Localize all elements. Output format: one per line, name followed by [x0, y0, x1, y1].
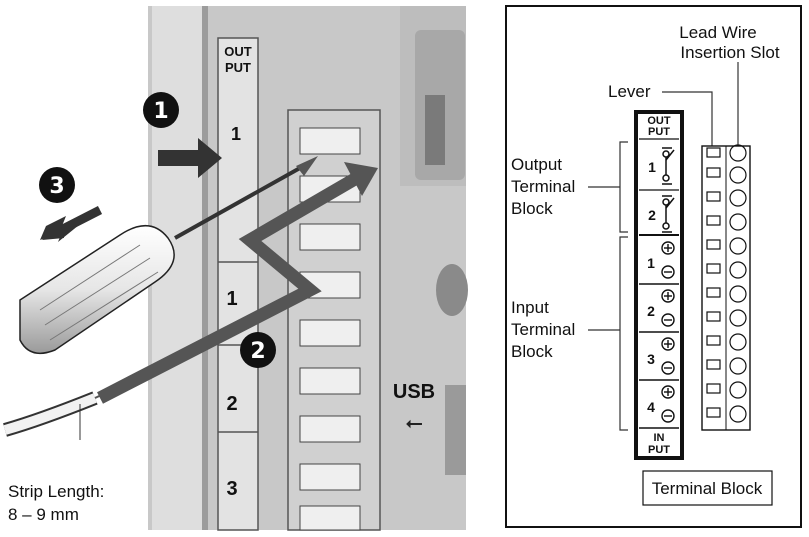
input-number-2: 2 [647, 303, 655, 319]
out-tag-1: OUT [647, 115, 671, 127]
left-terminal-number-3: 3 [226, 478, 237, 500]
output-block-label-2: Terminal [511, 177, 575, 196]
in-tag-1: IN [654, 432, 665, 444]
usb-icon: ⭠ [405, 410, 423, 435]
input-block-label-1: Input [511, 298, 549, 317]
push-arrow [158, 138, 222, 178]
terminal-label-panel [635, 111, 683, 459]
input-number-4: 4 [647, 399, 655, 415]
input-section-2: 2 [639, 289, 679, 333]
left-terminal-number: 1 [231, 124, 241, 144]
input-section-1: 1 [639, 241, 679, 285]
lead-wire-label-1: Lead Wire [679, 23, 756, 42]
terminal-label-strip [217, 37, 259, 531]
screwdriver [19, 156, 318, 355]
input-number-3: 3 [647, 351, 655, 367]
input-block-label-2: Terminal [511, 320, 575, 339]
lever-label: Lever [608, 82, 651, 101]
relay-contact-icon [662, 147, 675, 185]
step-3-badge [39, 167, 75, 203]
in-tag-2: PUT [648, 444, 670, 456]
step-2-number: 2 [250, 339, 265, 364]
step-1-number: 1 [153, 99, 168, 124]
output-number-2: 2 [648, 207, 656, 223]
usb-label: USB [393, 381, 435, 403]
wire-slot-column [729, 144, 747, 423]
input-section-4: 4 [639, 385, 679, 429]
input-block-label-3: Block [511, 342, 553, 361]
out-tag-top: OUT [224, 44, 252, 59]
right-diagram: Lead Wire Insertion Slot Lever Output Te… [505, 5, 802, 528]
out-tag-bottom: PUT [225, 60, 251, 75]
step-1-badge [143, 92, 179, 128]
insert-arrow [97, 170, 364, 404]
output-block-label-1: Output [511, 155, 562, 174]
input-number-1: 1 [647, 255, 655, 271]
caption-text: Terminal Block [652, 479, 763, 498]
relay-contact-icon [662, 195, 675, 233]
strip-length-label: Strip Length: [8, 482, 104, 501]
output-block-label-3: Block [511, 199, 553, 218]
out-tag-2: PUT [648, 126, 670, 138]
input-section-3: 3 [639, 337, 679, 381]
left-illustration: OUT PUT 1 1 2 3 USB ⭠ [3, 6, 468, 531]
step-3-number: 3 [49, 174, 64, 199]
output-number-1: 1 [648, 159, 656, 175]
strip-length-value: 8 – 9 mm [8, 505, 79, 524]
lead-wire [3, 389, 113, 440]
caption-box [642, 470, 773, 506]
lead-wire-label-2: Insertion Slot [680, 43, 779, 62]
lever-column [706, 147, 721, 418]
left-terminal-number-2: 2 [226, 393, 237, 415]
step-2-badge [240, 332, 276, 368]
left-terminal-number-1: 1 [226, 288, 237, 310]
